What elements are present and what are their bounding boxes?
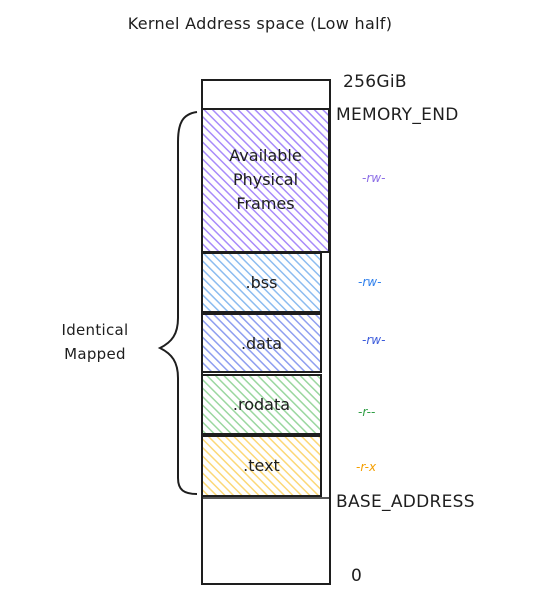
segment-bss bbox=[201, 252, 322, 313]
perm-data: -rw- bbox=[362, 333, 386, 347]
zero-address-label: 0 bbox=[351, 566, 363, 586]
perm-bss: -rw- bbox=[358, 275, 382, 289]
identical-mapped-label: Identical Mapped bbox=[40, 318, 150, 366]
diagram-title: Kernel Address space (Low half) bbox=[127, 14, 393, 33]
segment-text bbox=[201, 435, 322, 497]
perm-rodata: -r-- bbox=[358, 405, 376, 419]
identical-label-line1: Identical bbox=[61, 321, 129, 339]
segment-rodata bbox=[201, 374, 322, 435]
identical-label-line2: Mapped bbox=[64, 345, 126, 363]
segment-data bbox=[201, 313, 322, 373]
segment-available bbox=[201, 108, 330, 253]
memory-end-label: MEMORY_END bbox=[336, 105, 459, 125]
base-address-label: BASE_ADDRESS bbox=[336, 492, 475, 512]
identical-mapped-brace bbox=[157, 111, 198, 495]
perm-text: -r-x bbox=[356, 460, 377, 474]
region-above-memory-end bbox=[201, 79, 331, 110]
perm-available: -rw- bbox=[362, 171, 386, 185]
top-address-label: 256GiB bbox=[343, 72, 407, 92]
